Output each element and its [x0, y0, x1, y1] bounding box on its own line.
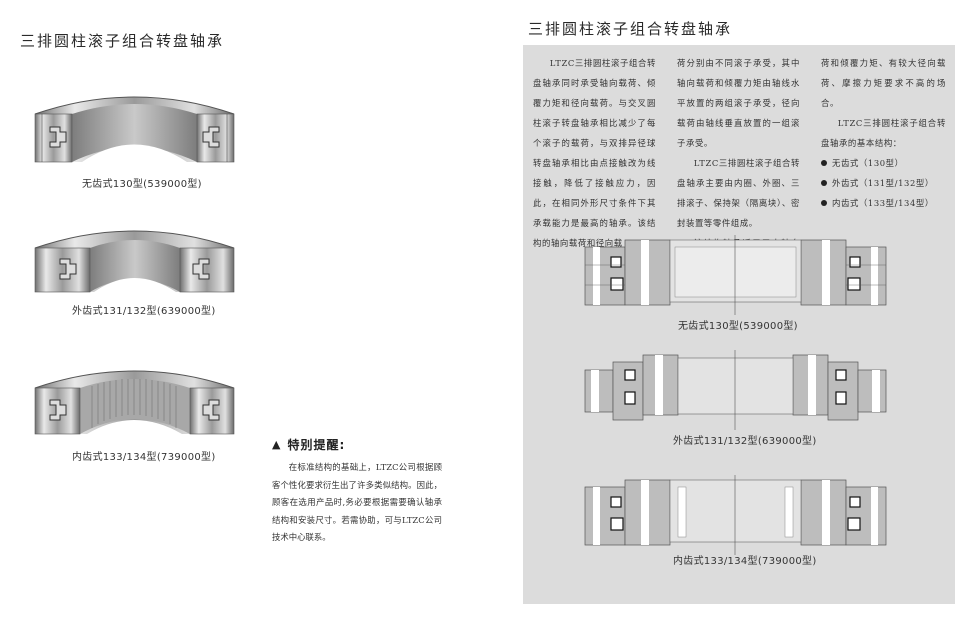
notice-heading-text: 特别提醒:	[287, 438, 346, 452]
render-caption-no-gear: 无齿式130型(539000型)	[82, 179, 202, 190]
notice-heading: ▲ 特别提醒:	[272, 436, 442, 453]
paragraph-overview-cont: 荷分别由不同滚子承受，其中轴向载荷和倾覆力矩由轴线水平放置的两组滚子承受，径向载…	[677, 58, 800, 148]
paragraph-application-cont: 荷和倾覆力矩、有较大径向载荷、摩擦力矩要求不高的场合。	[821, 58, 946, 108]
bullet-icon	[821, 160, 827, 166]
paragraph-structures: LTZC三排圆柱滚子组合转盘轴承的基本结构：	[821, 118, 946, 148]
warning-triangle-icon: ▲	[272, 438, 282, 451]
cross-section-drawing-external-gear	[583, 350, 888, 430]
render-caption-external-gear: 外齿式131/132型(639000型)	[72, 306, 216, 317]
description-panel: LTZC三排圆柱滚子组合转盘轴承同时承受轴向载荷、倾覆力矩和径向载荷。与交叉圆柱…	[523, 45, 955, 604]
cross-section-drawing-no-gear	[583, 235, 888, 315]
render-caption-internal-gear: 内齿式133/134型(739000型)	[72, 452, 216, 463]
bullet-icon	[821, 200, 827, 206]
left-page-title: 三排圆柱滚子组合转盘轴承	[20, 32, 225, 50]
drawing-caption-no-gear: 无齿式130型(539000型)	[678, 321, 798, 332]
bearing-render-no-gear	[32, 92, 237, 170]
special-notice: ▲ 特别提醒: 在标准结构的基础上，LTZC公司根据顾客个性化要求衍生出了许多类…	[272, 436, 442, 547]
right-page-title: 三排圆柱滚子组合转盘轴承	[528, 20, 733, 38]
structure-item-no-gear: 无齿式（130型）	[821, 153, 946, 173]
drawing-caption-external-gear: 外齿式131/132型(639000型)	[673, 436, 817, 447]
cross-section-drawing-internal-gear	[583, 475, 888, 555]
text-column-1: LTZC三排圆柱滚子组合转盘轴承同时承受轴向载荷、倾覆力矩和径向载荷。与交叉圆柱…	[533, 53, 656, 253]
text-column-3: 荷和倾覆力矩、有较大径向载荷、摩擦力矩要求不高的场合。 LTZC三排圆柱滚子组合…	[821, 53, 946, 213]
drawing-caption-internal-gear: 内齿式133/134型(739000型)	[673, 556, 817, 567]
notice-body: 在标准结构的基础上，LTZC公司根据顾客个性化要求衍生出了许多类似结构。因此，顾…	[272, 462, 442, 542]
bullet-icon	[821, 180, 827, 186]
bearing-render-external-gear	[32, 226, 237, 304]
bearing-render-internal-gear	[32, 366, 237, 444]
paragraph-components: LTZC三排圆柱滚子组合转盘轴承主要由内圈、外圈、三排滚子、保持架（隔离块）、密…	[677, 158, 800, 228]
paragraph-overview: LTZC三排圆柱滚子组合转盘轴承同时承受轴向载荷、倾覆力矩和径向载荷。与交叉圆柱…	[533, 58, 656, 248]
structure-item-internal-gear: 内齿式（133型/134型）	[821, 193, 946, 213]
structure-item-external-gear: 外齿式（131型/132型）	[821, 173, 946, 193]
